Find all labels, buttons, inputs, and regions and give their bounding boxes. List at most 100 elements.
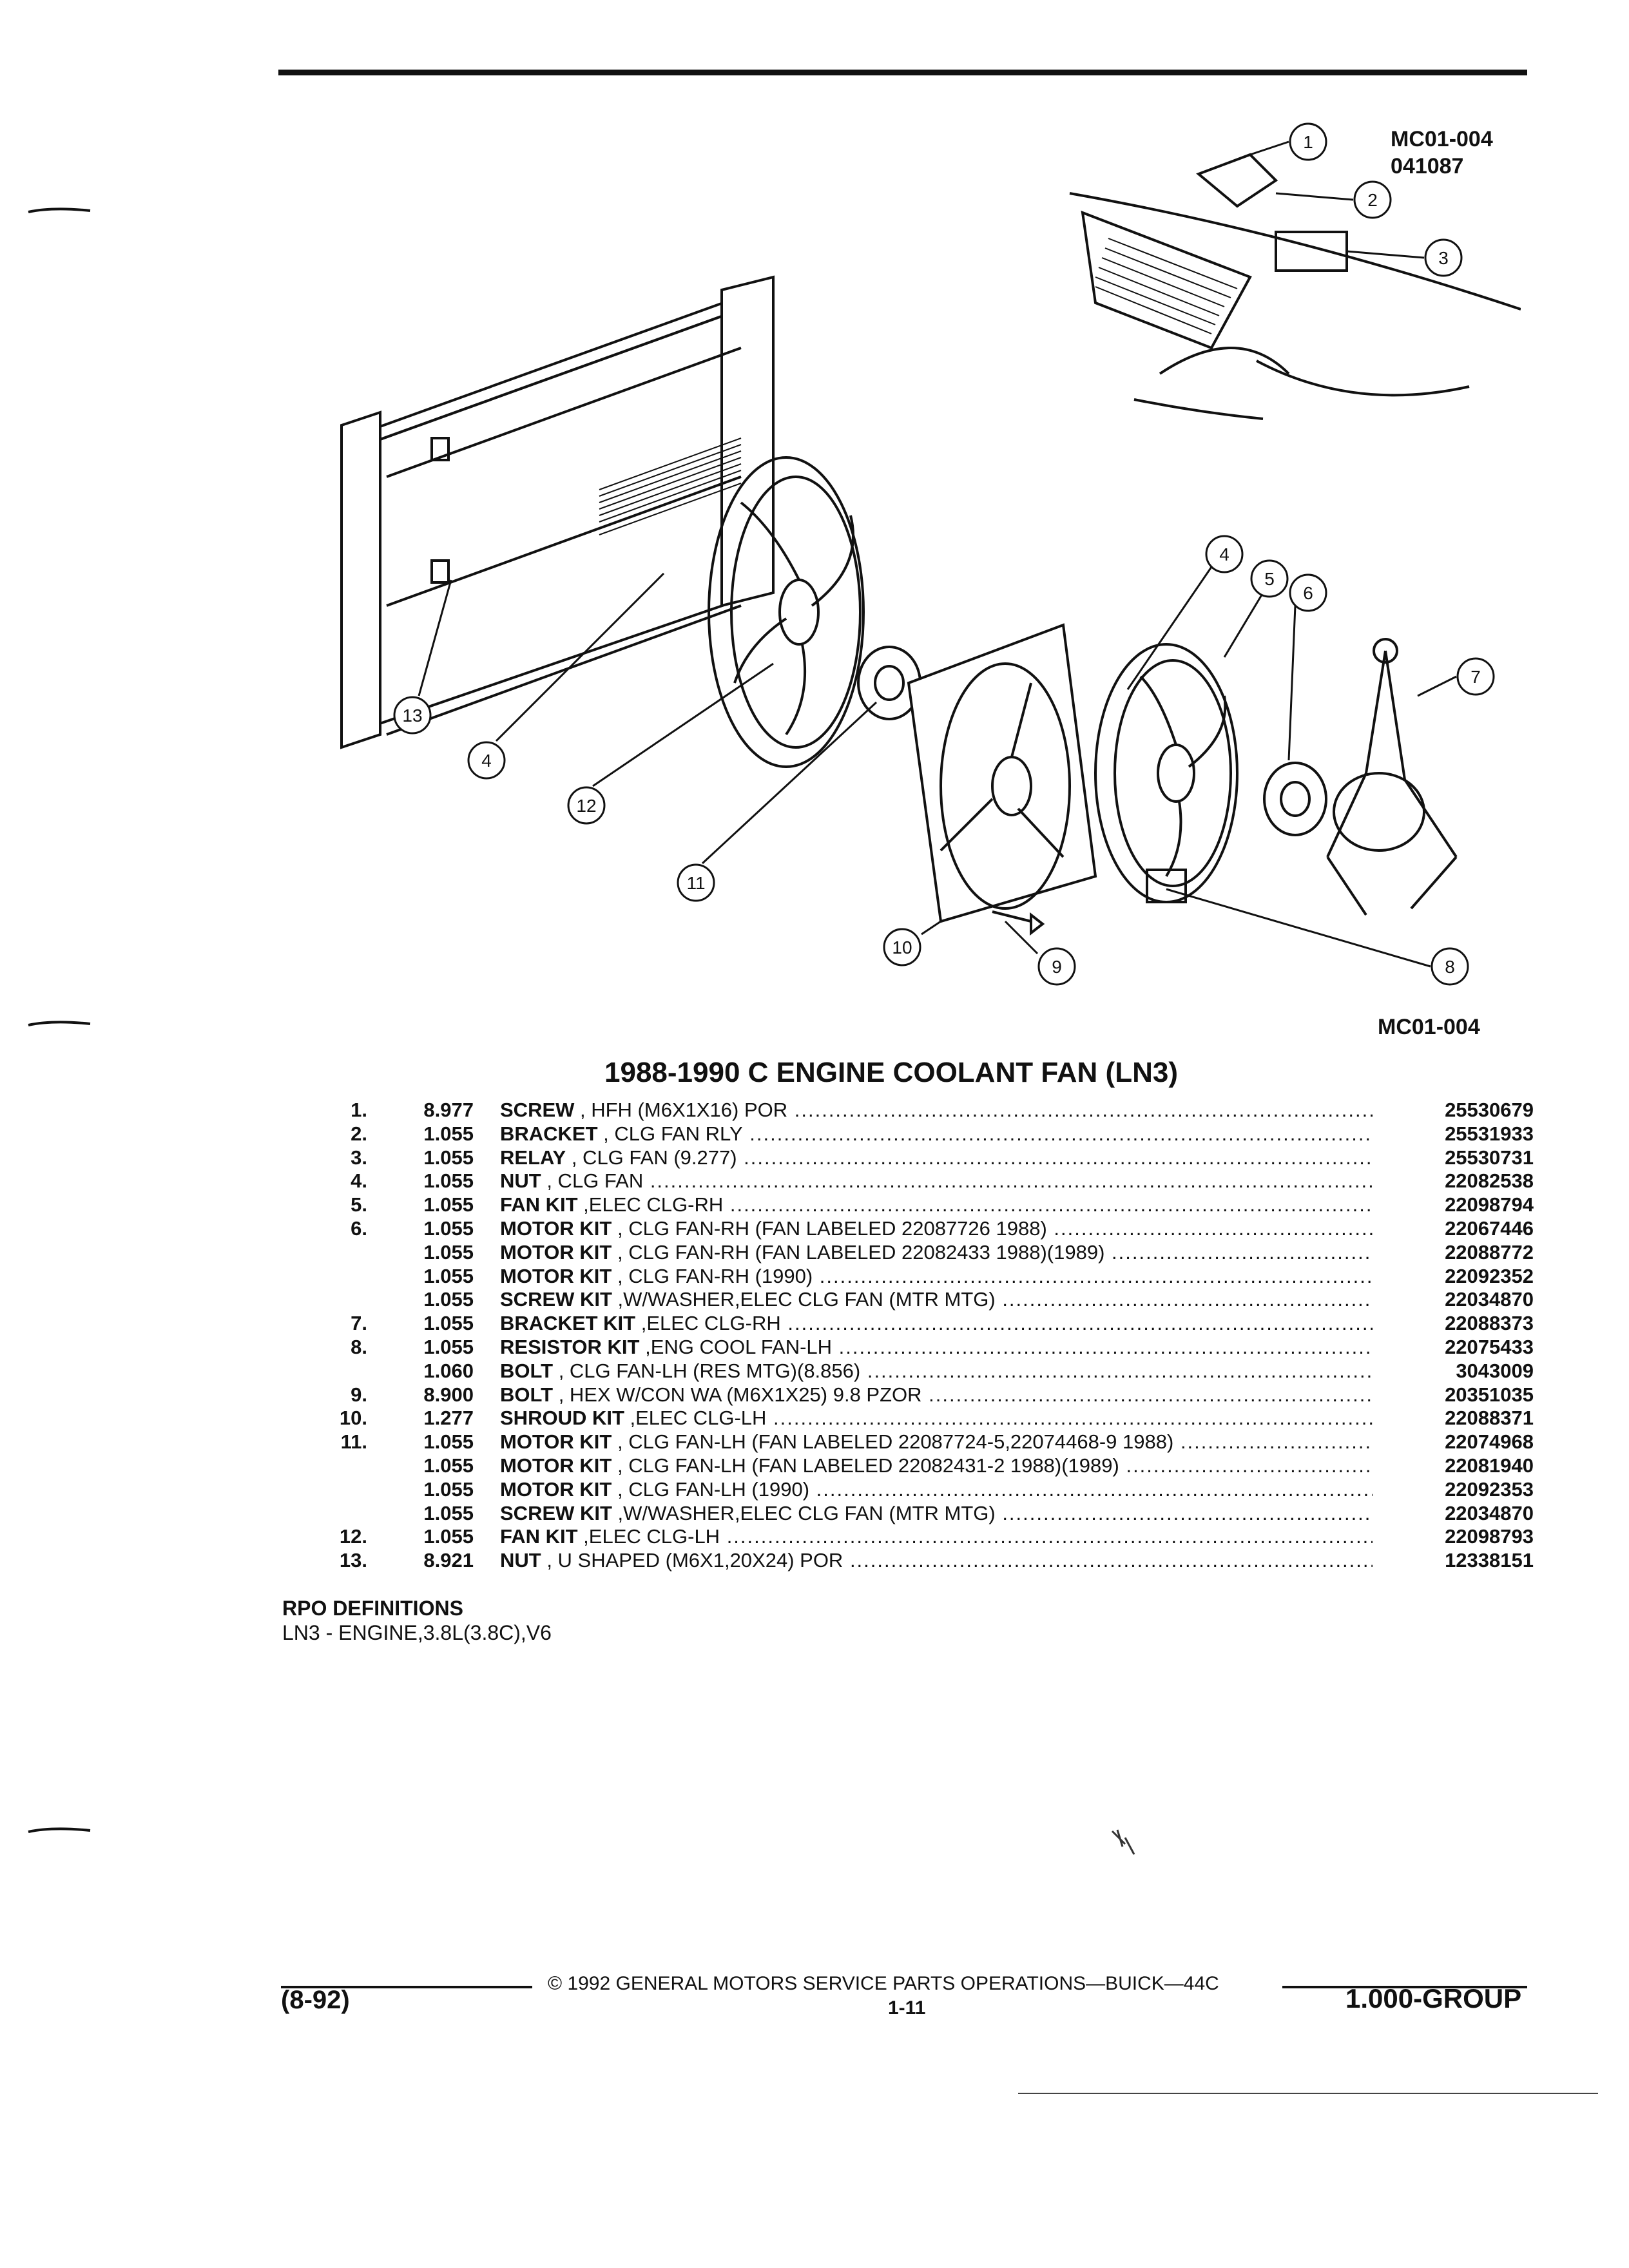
callout-7	[1456, 657, 1495, 696]
part-description: MOTOR KIT , CLG FAN-LH (FAN LABELED 2208…	[500, 1454, 1373, 1478]
part-description: FAN KIT ,ELEC CLG-RH	[500, 1193, 1373, 1217]
part-description: MOTOR KIT , CLG FAN-LH (1990)	[500, 1478, 1373, 1502]
rpo-heading: RPO DEFINITIONS	[282, 1597, 463, 1620]
part-number: 22098793	[1379, 1525, 1534, 1550]
part-name: BOLT	[500, 1359, 554, 1382]
part-name: SCREW KIT	[500, 1501, 612, 1524]
price-code: 1.055	[423, 1312, 474, 1335]
callout-circles	[393, 122, 1495, 986]
item-number: 12.	[339, 1525, 367, 1548]
price-code: 1.055	[423, 1216, 474, 1240]
part-description: MOTOR KIT , CLG FAN-RH (FAN LABELED 2208…	[500, 1217, 1373, 1241]
part-detail: ,W/WASHER,ELEC CLG FAN (MTR MTG)	[612, 1501, 996, 1524]
callout-label: 8	[1445, 957, 1455, 977]
footer-rule	[1282, 1986, 1527, 1988]
callout-3	[1424, 238, 1463, 277]
part-detail: , CLG FAN-LH (FAN LABELED 22087724-5,220…	[612, 1430, 1174, 1454]
price-code: 1.060	[423, 1359, 474, 1382]
callout-13	[393, 696, 432, 735]
part-name: NUT	[500, 1549, 541, 1572]
bolt-drawing	[992, 910, 1045, 936]
callout-6	[1289, 573, 1327, 612]
right-fan-drawing	[1094, 643, 1239, 903]
part-number: 22067446	[1379, 1216, 1534, 1241]
part-name: FAN KIT	[500, 1193, 578, 1216]
figure-date-code: 041087	[1391, 154, 1464, 178]
part-number: 22034870	[1379, 1501, 1534, 1526]
parts-row: 6. 1.055 MOTOR KIT , CLG FAN-RH (FAN LABEL…	[296, 1216, 1534, 1241]
callout-label: 4	[481, 751, 492, 771]
part-name: MOTOR KIT	[500, 1454, 612, 1477]
figure-code-top: MC01-004	[1391, 127, 1493, 151]
part-number: 22098794	[1379, 1193, 1534, 1217]
part-detail: , CLG FAN-RH (FAN LABELED 22087726 1988)	[612, 1216, 1047, 1240]
item-number: 2.	[351, 1122, 367, 1145]
callout-label: 6	[1303, 583, 1313, 603]
part-detail: , CLG FAN-LH (RES MTG)(8.856)	[553, 1359, 861, 1382]
margin-mark	[27, 205, 92, 213]
part-number: 22081940	[1379, 1454, 1534, 1478]
part-description: BRACKET KIT ,ELEC CLG-RH	[500, 1312, 1373, 1336]
part-description: BOLT , HEX W/CON WA (M6X1X25) 9.8 PZOR	[500, 1383, 1373, 1407]
parts-row: 1.055 MOTOR KIT , CLG FAN-LH (FAN LABELED…	[296, 1454, 1534, 1478]
price-code: 1.055	[423, 1454, 474, 1477]
callout-12	[567, 786, 606, 825]
callout-label: 5	[1264, 569, 1275, 589]
part-description: SCREW , HFH (M6X1X16) POR	[500, 1099, 1373, 1122]
part-description: RELAY , CLG FAN (9.277)	[500, 1146, 1373, 1170]
part-name: BRACKET	[500, 1122, 598, 1145]
resistor-drawing	[1146, 869, 1187, 903]
part-detail: , CLG FAN RLY	[597, 1122, 743, 1145]
part-detail: , U SHAPED (M6X1,20X24) POR	[541, 1549, 843, 1572]
item-number: 7.	[351, 1312, 367, 1335]
part-name: MOTOR KIT	[500, 1216, 612, 1240]
exploded-diagram: 1 2 3 4 5 6 7 8 9 10 11 12 4 13	[340, 122, 1521, 986]
price-code: 1.055	[423, 1193, 474, 1216]
callout-label: 10	[892, 937, 912, 957]
part-name: BRACKET KIT	[500, 1312, 636, 1335]
part-detail: , CLG FAN	[541, 1169, 644, 1193]
part-number: 22092352	[1379, 1264, 1534, 1289]
callout-11	[677, 863, 715, 902]
part-number: 22088371	[1379, 1407, 1534, 1431]
part-name: SCREW	[500, 1099, 575, 1121]
part-detail: ,W/WASHER,ELEC CLG FAN (MTR MTG)	[612, 1288, 996, 1311]
figure-code-bottom: MC01-004	[1378, 1015, 1480, 1039]
part-detail: , HEX W/CON WA (M6X1X25) 9.8 PZOR	[553, 1383, 922, 1406]
callout-label: 13	[402, 706, 422, 726]
part-number: 20351035	[1379, 1383, 1534, 1407]
part-name: RELAY	[500, 1146, 566, 1169]
item-number: 6.	[351, 1216, 367, 1240]
page-number: 1-11	[888, 1997, 926, 2019]
part-detail: ,ELEC CLG-LH	[577, 1525, 720, 1548]
part-description: SHROUD KIT ,ELEC CLG-LH	[500, 1407, 1373, 1430]
part-detail: ,ELEC CLG-RH	[577, 1193, 724, 1216]
callout-label: 1	[1303, 132, 1313, 152]
callout-4-right	[1205, 535, 1244, 573]
part-description: MOTOR KIT , CLG FAN-RH (FAN LABELED 2208…	[500, 1241, 1373, 1265]
part-description: NUT , CLG FAN	[500, 1169, 1373, 1193]
price-code: 8.977	[423, 1099, 474, 1121]
vehicle-inset-drawing	[1069, 153, 1521, 420]
price-code: 1.055	[423, 1525, 474, 1548]
callout-label: 4	[1219, 544, 1229, 564]
part-description: FAN KIT ,ELEC CLG-LH	[500, 1525, 1373, 1549]
footer-rule	[281, 1986, 532, 1988]
shroud-drawing	[907, 623, 1097, 923]
part-description: SCREW KIT ,W/WASHER,ELEC CLG FAN (MTR MT…	[500, 1502, 1373, 1526]
callout-9	[1037, 947, 1076, 986]
footer-rule	[1018, 2093, 1598, 2094]
callout-8	[1431, 947, 1469, 986]
part-description: RESISTOR KIT ,ENG COOL FAN-LH	[500, 1336, 1373, 1360]
part-description: SCREW KIT ,W/WASHER,ELEC CLG FAN (MTR MT…	[500, 1288, 1373, 1312]
part-detail: , CLG FAN-RH (FAN LABELED 22082433 1988)…	[612, 1240, 1105, 1264]
parts-row: 12. 1.055 FAN KIT ,ELEC CLG-LH22098793	[296, 1525, 1534, 1550]
part-name: SHROUD KIT	[500, 1407, 624, 1430]
callout-label: 3	[1438, 248, 1449, 268]
